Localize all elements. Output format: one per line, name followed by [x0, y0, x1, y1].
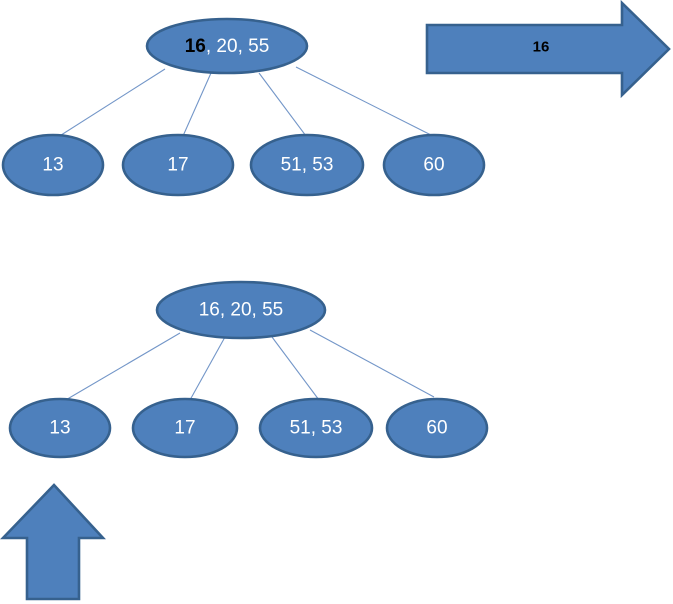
- bottom-tree-root-node: 16, 20, 55: [155, 280, 327, 340]
- bottom-connector-3: [271, 336, 320, 401]
- bottom-tree-child-node: 13: [8, 397, 112, 459]
- top-child-4-label: 60: [423, 155, 444, 176]
- top-root-remaining-keys: , 20, 55: [206, 36, 269, 57]
- bottom-connector-1: [63, 332, 181, 402]
- right-arrow-icon: [425, 0, 671, 99]
- bottom-child-2-ellipse: [131, 397, 239, 459]
- top-connector-1: [57, 68, 166, 138]
- top-child-3-label: 51, 53: [281, 155, 334, 176]
- up-arrow-icon: [0, 483, 106, 601]
- top-root-ellipse: [145, 17, 309, 75]
- bottom-tree-child-node: 17: [131, 397, 239, 459]
- top-root-label: 16, 20, 55: [185, 36, 270, 57]
- top-child-2-ellipse: [121, 133, 235, 197]
- bottom-child-4-ellipse: [385, 397, 489, 459]
- top-root-highlighted-key: 16: [185, 36, 206, 57]
- top-tree-child-node: 51, 53: [249, 133, 365, 197]
- bottom-connector-4: [309, 329, 435, 398]
- bottom-child-4-label: 60: [426, 418, 447, 439]
- top-tree-child-node: 13: [1, 133, 105, 197]
- bottom-tree-child-node: 51, 53: [258, 397, 374, 459]
- top-child-1-label: 13: [42, 155, 63, 176]
- right-arrow: 16: [425, 0, 671, 99]
- top-tree-child-node: 60: [382, 133, 486, 197]
- top-tree: 16, 20, 55 13 17 51, 53 60: [1, 17, 486, 197]
- bottom-root-label: 16, 20, 55: [199, 300, 284, 321]
- bottom-child-1-ellipse: [8, 397, 112, 459]
- top-child-2-label: 17: [167, 155, 188, 176]
- top-child-1-ellipse: [1, 133, 105, 197]
- top-tree-root-node: 16, 20, 55: [145, 17, 309, 75]
- top-child-4-ellipse: [382, 133, 486, 197]
- bottom-child-1-label: 13: [49, 418, 70, 439]
- bottom-tree: 16, 20, 55 13 17 51, 53 60: [8, 280, 489, 459]
- top-connector-3: [258, 72, 307, 137]
- bottom-child-3-ellipse: [258, 397, 374, 459]
- up-arrow: [0, 483, 106, 601]
- top-tree-child-node: 17: [121, 133, 235, 197]
- right-arrow-label: 16: [533, 39, 550, 56]
- top-connector-4: [295, 66, 432, 136]
- bottom-child-3-label: 51, 53: [290, 418, 343, 439]
- top-connector-2: [182, 72, 212, 137]
- bottom-root-ellipse: [155, 280, 327, 340]
- bottom-connector-2: [189, 336, 226, 401]
- top-child-3-ellipse: [249, 133, 365, 197]
- bottom-child-2-label: 17: [174, 418, 195, 439]
- bottom-tree-child-node: 60: [385, 397, 489, 459]
